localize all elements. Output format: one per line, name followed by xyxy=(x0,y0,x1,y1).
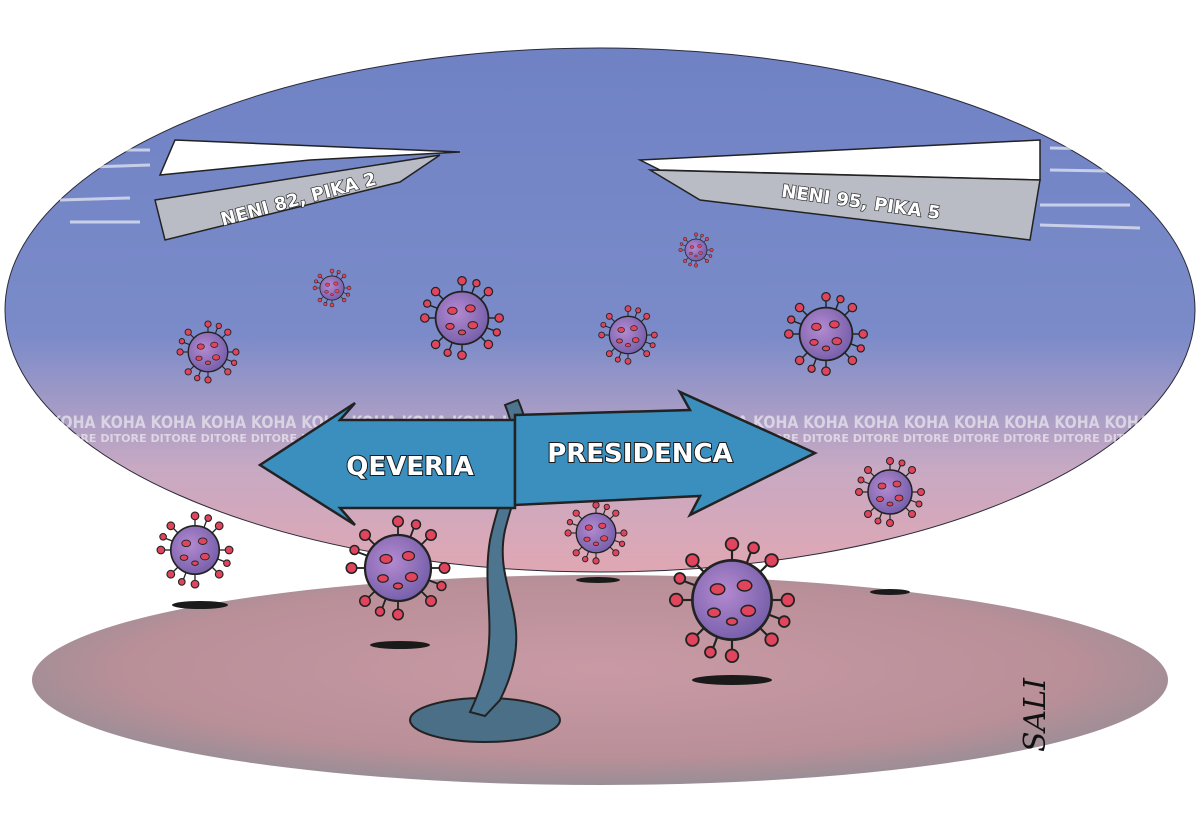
virus-shadows xyxy=(172,577,910,685)
virus-icon xyxy=(598,305,658,365)
virus-icon xyxy=(176,320,240,384)
left-arrow-sign: QEVERIA xyxy=(257,401,517,527)
virus-icon xyxy=(678,232,714,268)
right-arrow-sign: PRESIDENCA xyxy=(513,389,818,518)
virus-icon xyxy=(783,291,869,377)
virus-icon xyxy=(156,511,234,589)
artist-signature: SALI xyxy=(1018,677,1053,752)
virus-icon xyxy=(668,536,796,664)
ground-ellipse xyxy=(32,575,1168,785)
right-plane: NENI 95, PIKA 5 xyxy=(637,139,1171,241)
left-arrow-label: QEVERIA xyxy=(346,452,474,482)
virus-icon xyxy=(564,501,628,565)
virus-icon xyxy=(419,275,505,361)
virus-icon xyxy=(312,268,352,308)
right-arrow-label: PRESIDENCA xyxy=(547,439,733,469)
virus-icon xyxy=(854,456,926,528)
virus-icon xyxy=(345,515,451,621)
